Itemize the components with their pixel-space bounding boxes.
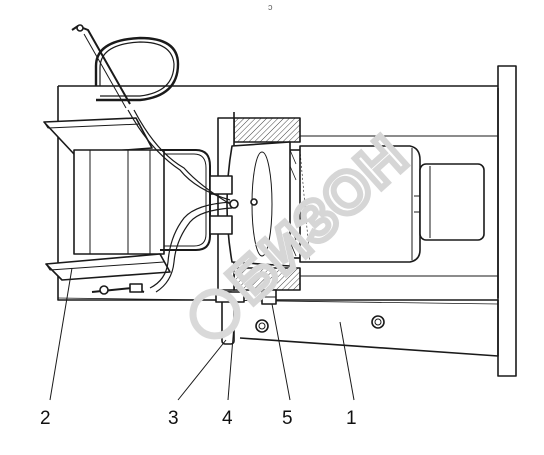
mounting-plate [497, 65, 517, 377]
cable-lower [149, 201, 233, 289]
lever-rod [71, 25, 131, 105]
frame-hole-right [371, 315, 385, 329]
callout-1: 1 [346, 408, 357, 429]
leader-3 [177, 339, 227, 401]
leader-5 [271, 303, 291, 401]
drawing-lines [43, 24, 517, 377]
watermark-logo-icon [189, 288, 241, 340]
u-handle [94, 36, 180, 102]
callout-5: 5 [282, 408, 293, 429]
inner-bracket [160, 149, 211, 251]
leader-1 [339, 321, 355, 401]
frame-body [57, 85, 499, 357]
stray-mark: ͻ [268, 2, 273, 12]
cable-upper [127, 109, 231, 201]
callout-4: 4 [222, 408, 233, 429]
frame-hole-left [255, 319, 269, 333]
leader-2 [49, 267, 73, 401]
hatched-block-top [233, 117, 301, 143]
clamp-body [73, 149, 165, 255]
callout-2: 2 [40, 408, 51, 429]
callout-3: 3 [168, 408, 179, 429]
motor-can [299, 145, 421, 263]
clamp-lower [45, 253, 171, 281]
motor-endcap [419, 163, 485, 241]
